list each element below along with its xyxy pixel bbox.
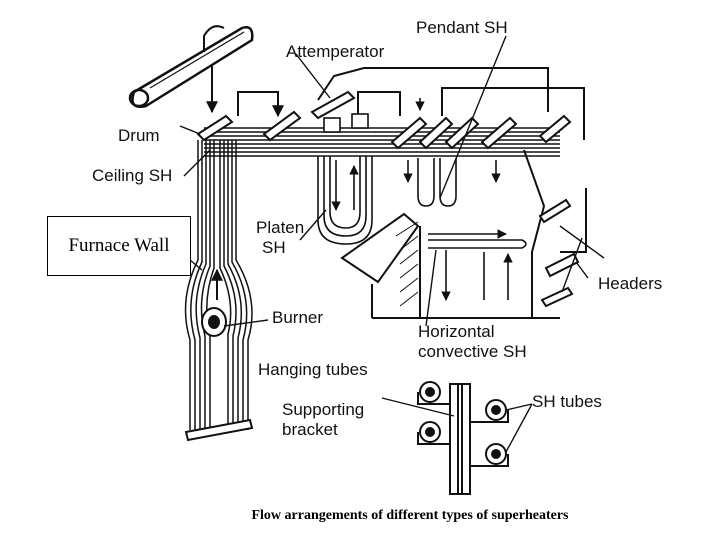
bottom-header xyxy=(184,418,254,442)
leader-lines xyxy=(179,53,589,327)
furnace-nose xyxy=(340,149,560,319)
horizontal-convective-sh xyxy=(428,229,527,301)
label-ceiling-sh: Ceiling SH xyxy=(92,166,173,185)
label-supporting-line1: Supporting xyxy=(282,400,365,419)
label-headers: Headers xyxy=(598,274,663,293)
furnace-wall-tubes xyxy=(184,140,253,430)
label-drum: Drum xyxy=(118,126,160,145)
label-horizontal-line1: Horizontal xyxy=(418,322,495,341)
burner-icon xyxy=(201,307,227,337)
label-supporting-line2: bracket xyxy=(282,420,338,439)
sh-tube-loops xyxy=(417,381,533,467)
label-furnace-wall: Furnace Wall xyxy=(47,216,191,276)
platen-sh xyxy=(317,113,373,245)
connecting-loops xyxy=(237,67,587,253)
pendant-sh xyxy=(403,35,507,207)
drum xyxy=(128,25,254,114)
label-sh-tubes: SH tubes xyxy=(532,392,602,411)
figure-caption: Flow arrangements of different types of … xyxy=(251,508,569,523)
right-headers xyxy=(538,198,605,308)
label-attemperator: Attemperator xyxy=(286,42,385,61)
label-pendant-sh: Pendant SH xyxy=(416,18,508,37)
label-burner: Burner xyxy=(272,308,324,327)
label-platen-line1: Platen xyxy=(256,218,305,237)
label-hanging-tubes: Hanging tubes xyxy=(258,360,368,379)
label-horizontal-line2: convective SH xyxy=(418,342,527,361)
hanging-tube-detail xyxy=(381,383,471,495)
label-platen-line2: SH xyxy=(262,238,286,257)
